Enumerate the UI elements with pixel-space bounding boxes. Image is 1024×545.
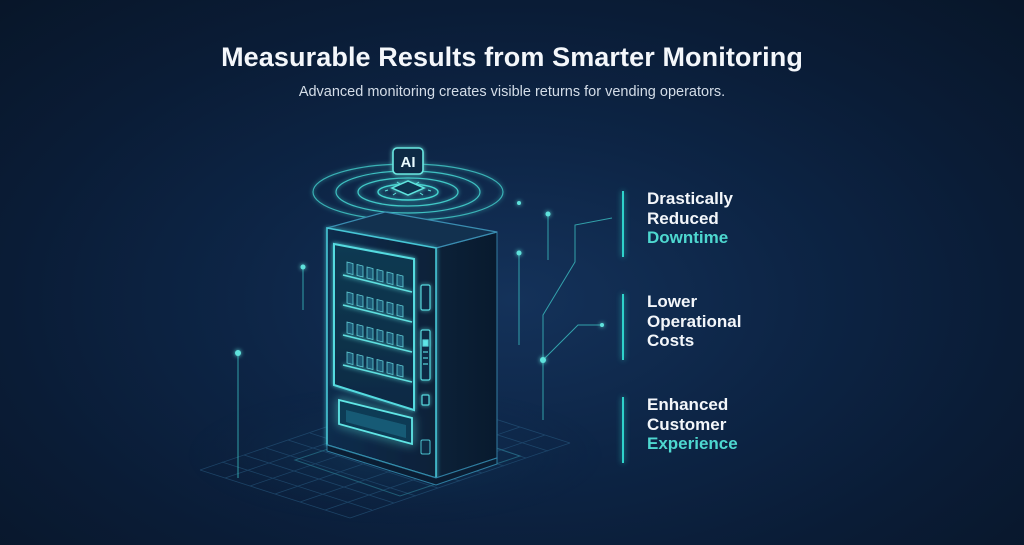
benefit-line: Enhanced [647, 395, 729, 414]
page-title: Measurable Results from Smarter Monitori… [221, 42, 803, 72]
dispenser-slot [338, 398, 413, 446]
connector-dots [235, 201, 604, 363]
benefit-accent: Downtime [647, 228, 729, 247]
accent-bar [622, 397, 624, 463]
page-subtitle: Advanced monitoring creates visible retu… [298, 84, 726, 100]
control-panel [420, 284, 431, 406]
accent-bar [622, 191, 624, 257]
benefit-accent: Experience [647, 434, 738, 453]
benefit-line: Costs [647, 331, 695, 350]
benefit-text: Drastically Reduced Downtime [647, 189, 733, 248]
benefit-text: Enhanced Customer Experience [647, 395, 738, 454]
connector-lines [237, 215, 613, 478]
benefit-line: Operational [647, 311, 742, 331]
chip-icon [384, 180, 432, 196]
benefit-line: Drastically [647, 189, 733, 208]
vending-machine [326, 211, 498, 486]
benefit-line: Customer [647, 414, 727, 434]
ai-badge-label: AI [401, 154, 416, 171]
benefit-line: Lower [647, 292, 698, 311]
benefit-line: Reduced [647, 208, 719, 228]
accent-bar [622, 294, 624, 360]
ai-badge: AI [392, 147, 424, 175]
benefit-text: Lower Operational Costs [647, 292, 741, 351]
